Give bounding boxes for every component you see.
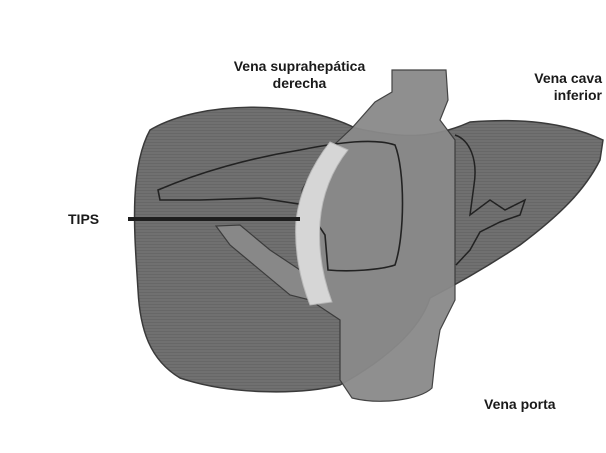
- tips-label: TIPS: [68, 211, 99, 228]
- hepatic-vein-label-line1: Vena suprahepática: [212, 58, 387, 75]
- hepatic-vein-label-line2: derecha: [212, 75, 387, 92]
- cava-label-line2: inferior: [512, 87, 602, 104]
- cava-label-line1: Vena cava: [512, 70, 602, 87]
- portal-vein-label: Vena porta: [484, 396, 556, 413]
- cava-label: Vena cava inferior: [512, 70, 602, 104]
- hepatic-vein-label: Vena suprahepática derecha: [212, 58, 387, 92]
